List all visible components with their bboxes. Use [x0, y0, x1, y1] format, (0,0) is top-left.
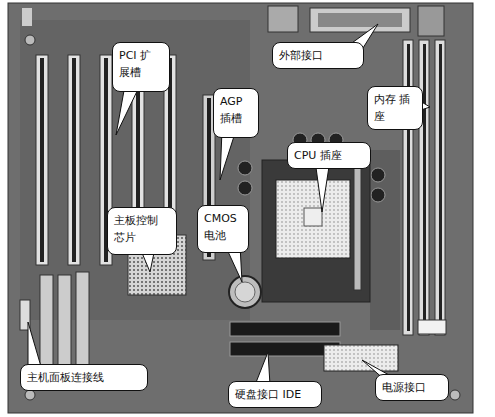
board-pcb: [8, 3, 473, 413]
capacitor: [238, 161, 252, 175]
pci-slot-groove: [40, 58, 44, 262]
ram-slot-groove: [423, 44, 426, 331]
callout-bubble: 内存 插座: [367, 86, 423, 130]
power-connector: [324, 345, 398, 371]
callout-text: 主板控制 芯片: [114, 212, 170, 246]
capacitor: [238, 181, 252, 195]
callout-text: 内存 插座: [374, 91, 416, 125]
header-connector: [58, 275, 71, 365]
callout-text: CMOS 电池: [204, 210, 242, 244]
ide-connector: [230, 322, 340, 336]
callout-text: AGP 插槽: [220, 93, 252, 127]
callout-text: 主机面板连接线: [27, 369, 141, 386]
ram-slot-groove: [439, 44, 442, 331]
capacitor: [371, 168, 385, 182]
callout-text: 外部接口: [279, 47, 357, 64]
ram-slot: [435, 40, 445, 335]
header-connector: [40, 275, 53, 365]
cpu-retention-frame: [262, 160, 370, 302]
cmos-battery-face: [235, 282, 255, 302]
callout-bubble: 硬盘接口 IDE: [228, 381, 322, 408]
mount-hole: [25, 390, 35, 400]
pci-slot: [68, 55, 80, 265]
ram-slot: [403, 40, 413, 335]
board-shade: [370, 150, 400, 330]
callout-text: 电源接口: [382, 379, 442, 396]
cpu-socket: [276, 180, 350, 258]
port-block: [268, 6, 298, 32]
cmos-battery: [229, 276, 261, 308]
callout-text: PCI 扩 展槽: [119, 47, 163, 81]
mount-hole: [450, 390, 460, 400]
cpu-lever: [354, 168, 361, 290]
serial-port: [310, 8, 410, 32]
callout-bubble: PCI 扩 展槽: [112, 42, 170, 92]
ram-latch: [418, 320, 446, 334]
callout-bubble: AGP 插槽: [213, 88, 259, 138]
board-shade: [20, 20, 250, 320]
callout-bubble: 电源接口: [375, 374, 449, 401]
mount-hole: [25, 35, 35, 45]
capacitor: [371, 188, 385, 202]
pci-slot-groove: [72, 58, 76, 262]
callout-text: CPU 插座: [294, 147, 364, 164]
callout-bubble: 主板控制 芯片: [107, 207, 177, 255]
callout-pointer: [28, 322, 42, 370]
cpu-socket-center: [304, 208, 322, 226]
pci-slot: [36, 55, 48, 265]
mount-hole: [22, 8, 32, 26]
callout-text: 硬盘接口 IDE: [235, 386, 315, 403]
header-connector: [76, 272, 89, 367]
ram-slot: [419, 40, 429, 335]
callout-bubble: CPU 插座: [287, 142, 371, 169]
callout-pointer: [116, 85, 140, 135]
callout-bubble: 主机面板连接线: [20, 364, 148, 391]
serial-port-pins: [318, 13, 402, 27]
callout-bubble: CMOS 电池: [197, 205, 249, 253]
callout-bubble: 外部接口: [272, 42, 364, 69]
port-block: [418, 6, 444, 36]
